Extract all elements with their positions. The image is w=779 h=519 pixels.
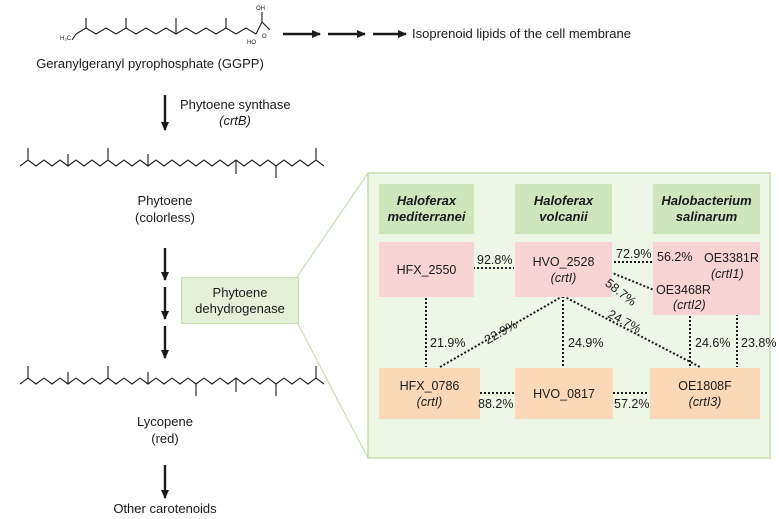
enzyme1-name: Phytoene synthase (180, 97, 291, 112)
gene-oe3381-name: OE3381R (704, 251, 759, 265)
gene-hfx2550: HFX_2550 (379, 242, 474, 297)
lycopene-desc: (red) (151, 431, 179, 446)
species-header-hsal: Halobacterium salinarum (653, 184, 760, 234)
gene-oe3381-gene: (crtI1) (711, 267, 744, 281)
species-header-hvol: Haloferax volcanii (515, 184, 612, 234)
svg-text:OH: OH (256, 6, 265, 12)
callout-line2: dehydrogenase (195, 300, 285, 316)
phytoene-desc: (colorless) (135, 210, 195, 225)
phytoene-name: Phytoene (137, 193, 193, 208)
gene-oe-group (653, 242, 760, 315)
pct-hfx2550-hvo2528: 92.8% (477, 253, 513, 267)
pct-hvo2528-oe3381: 72.9% (616, 247, 652, 261)
lycopene-structure (19, 366, 325, 396)
identity-connectors (425, 257, 738, 394)
gene-oe3468-gene: (crtI2) (673, 298, 706, 312)
pct-oe3381-oe3468: 56.2% (657, 250, 693, 264)
ggpp-label: Geranylgeranyl pyrophosphate (GGPP) (36, 56, 264, 71)
pct-hfx0786-hvo0817: 88.2% (478, 397, 514, 411)
svg-text:O: O (262, 34, 267, 40)
gene-hvo2528: HVO_2528 (crtI) (515, 242, 612, 297)
species-header-hmed: Haloferax mediterranei (379, 184, 474, 234)
lycopene-name: Lycopene (137, 414, 193, 429)
gene-hvo0817: HVO_0817 (515, 368, 613, 419)
callout-line1: Phytoene (212, 284, 268, 300)
phytoene-structure (19, 148, 325, 178)
membrane-label: Isoprenoid lipids of the cell membrane (412, 26, 631, 41)
pct-hfx2550-hfx0786: 21.9% (430, 336, 466, 350)
ggpp-structure (71, 12, 271, 41)
callout-line-top (296, 172, 369, 278)
other-carotenoids-label: Other carotenoids (113, 501, 217, 516)
pct-hvo2528-hvo0817: 24.9% (568, 336, 604, 350)
gene-hfx0786: HFX_0786 (crtI) (379, 368, 480, 419)
gene-oe1808: OE1808F (crtI3) (650, 368, 760, 419)
gene-oe3468-name: OE3468R (656, 283, 711, 297)
pct-oe3468-oe1808: 24.6% (695, 336, 731, 350)
phytoene-dehydrogenase-callout: Phytoene dehydrogenase (181, 277, 299, 324)
svg-text:H₃C: H₃C (60, 36, 72, 42)
svg-text:HO: HO (247, 40, 256, 46)
pct-oe3381-oe1808: 23.8% (741, 336, 777, 350)
enzyme1-gene: (crtB) (219, 113, 251, 128)
pct-hvo0817-oe1808: 57.2% (614, 397, 650, 411)
callout-line-bottom (296, 321, 369, 459)
